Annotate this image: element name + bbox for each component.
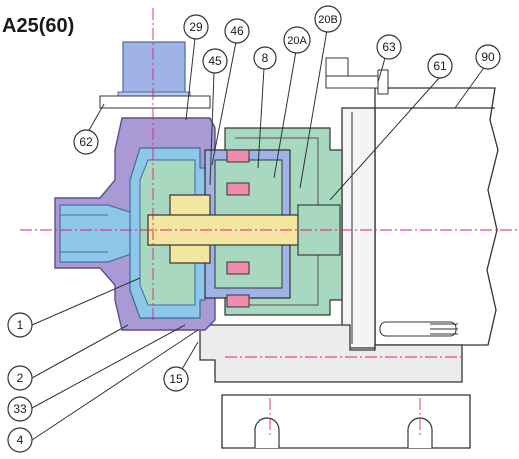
callout-45: 45	[208, 54, 222, 68]
callout-1: 1	[17, 318, 24, 332]
leader-lines	[31, 29, 489, 441]
top-motor-cover	[122, 41, 186, 98]
callout-markers	[7, 5, 501, 453]
callout-8: 8	[262, 51, 269, 65]
motor-housing	[374, 87, 499, 346]
callout-15: 15	[169, 372, 183, 386]
bolts	[99, 57, 389, 109]
callout-46: 46	[230, 24, 244, 38]
terminal-wires	[379, 321, 458, 337]
callout-90: 90	[481, 50, 495, 64]
diagram-title: A25(60)	[2, 15, 75, 37]
callout-33: 33	[13, 402, 27, 416]
centerlines	[20, 8, 519, 438]
callout-20b: 20B	[318, 14, 338, 26]
callout-labels: 29 46 45 8 20A 20B 63 61 90 62 1 2 33 4 …	[13, 14, 495, 447]
base-bracket	[199, 324, 471, 449]
motor-flange	[341, 107, 376, 349]
callout-62: 62	[79, 135, 93, 149]
callout-63: 63	[382, 40, 396, 54]
callout-29: 29	[189, 20, 203, 34]
magnets	[226, 149, 250, 308]
callout-4: 4	[17, 433, 24, 447]
callout-20a: 20A	[287, 35, 307, 47]
callout-61: 61	[433, 59, 447, 73]
callout-2: 2	[17, 371, 24, 385]
